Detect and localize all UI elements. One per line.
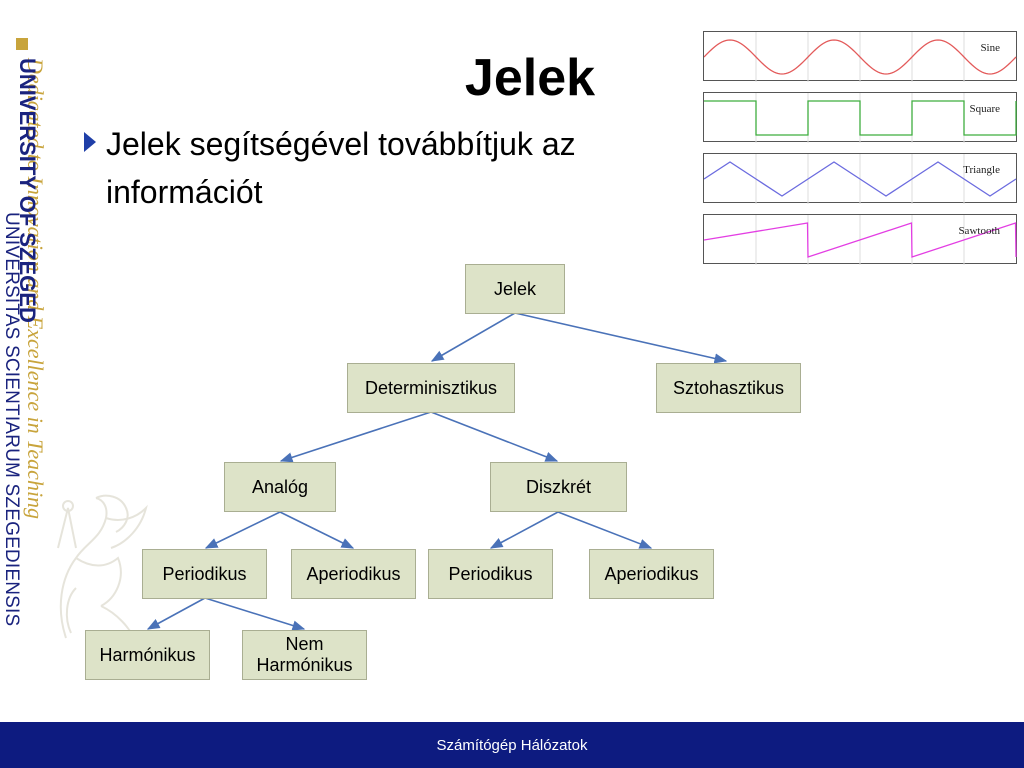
sine-label: Sine <box>980 42 1000 54</box>
footer-text: Számítógép Hálózatok <box>436 736 588 754</box>
edge-det-discrete <box>430 411 559 462</box>
sawtooth-wave-plot <box>704 215 1017 265</box>
triangle-wave-panel: Triangle <box>703 153 1017 204</box>
node-analog: Analóg <box>224 462 336 512</box>
bullet-text: Jelek segítségével továbbítjuk az inform… <box>106 126 576 210</box>
edge-det-analog <box>279 411 432 463</box>
sawtooth-wave-panel: Sawtooth <box>703 214 1017 265</box>
sine-wave-panel: Sine <box>703 31 1017 82</box>
edge-analog-aperiodic <box>279 511 355 549</box>
node-jelek: Jelek <box>465 264 565 314</box>
sine-wave-plot <box>704 32 1017 82</box>
sine-curve <box>704 39 1017 75</box>
gryphon-watermark-icon <box>57 494 148 644</box>
node-determinisztikus: Determinisztikus <box>347 363 515 413</box>
node-diszkret: Diszkrét <box>490 462 627 512</box>
footer-bar: Számítógép Hálózatok <box>0 722 1024 768</box>
edge-root-deterministic <box>430 312 516 362</box>
square-label: Square <box>969 103 1000 115</box>
node-sztohasztikus: Sztohasztikus <box>656 363 801 413</box>
edge-analog-periodic <box>204 511 281 549</box>
node-diszkret-aperiodikus: Aperiodikus <box>589 549 714 599</box>
tree-connectors <box>146 312 728 631</box>
edge-discrete-periodic <box>489 511 559 549</box>
bullet-arrow-icon <box>84 132 96 152</box>
square-curve <box>704 100 1017 136</box>
sawtooth-label: Sawtooth <box>958 225 1000 237</box>
node-diszkret-periodikus: Periodikus <box>428 549 553 599</box>
brand-square-icon <box>16 38 28 50</box>
square-wave-panel: Square <box>703 92 1017 143</box>
triangle-label: Triangle <box>963 164 1000 176</box>
triangle-curve <box>704 161 1017 197</box>
square-wave-plot <box>704 93 1017 143</box>
node-analog-periodikus: Periodikus <box>142 549 267 599</box>
edge-root-stochastic <box>514 312 728 364</box>
slide-title: Jelek <box>464 49 596 107</box>
sawtooth-curve <box>704 222 1017 258</box>
edge-periodic-harmonic <box>146 597 206 630</box>
node-analog-aperiodikus: Aperiodikus <box>291 549 416 599</box>
edge-discrete-aperiodic <box>557 511 653 549</box>
node-harmonikus: Harmónikus <box>85 630 210 680</box>
edge-periodic-nonharmonic <box>204 597 306 631</box>
node-nem-harmonikus: Nem Harmónikus <box>242 630 367 680</box>
triangle-wave-plot <box>704 154 1017 204</box>
